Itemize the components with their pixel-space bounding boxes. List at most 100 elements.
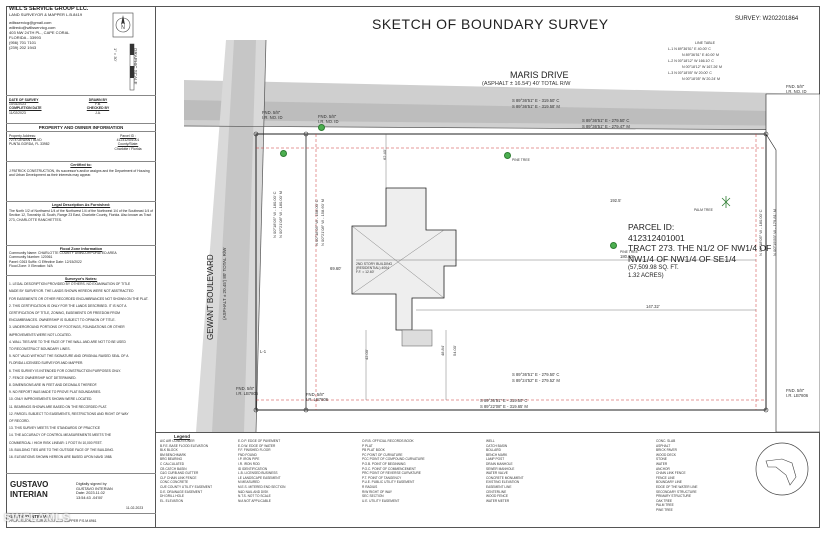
fnd-upper-mid: FND. 5/8"I.R. NO. ID: [318, 114, 339, 124]
surveyor-footer-2: PROFESSIONAL SURVEYOR AND MAPPER P.S.M.6…: [9, 519, 97, 524]
legend-item: BM BENCHMARK: [160, 452, 187, 457]
legend-item: CONC CONCRETE: [160, 480, 189, 485]
legend-item: CB CATCH BASIN: [160, 466, 187, 471]
flood-cell: Flood Zone Information Community Name: C…: [6, 246, 156, 276]
legend-item: ID IDENTIFICATION: [238, 466, 268, 471]
graphic-scale-icon: [129, 43, 135, 91]
bearing-bottom-4: S 89°22'08" E - 319.65' M: [480, 404, 528, 409]
certified-text: J PATRICK CONSTRUCTION, it's successor's…: [9, 169, 150, 178]
maris-drive-asphalt: [184, 100, 820, 126]
dim-54: 54.00': [452, 345, 457, 356]
tree-label-2: PINE TREE: [620, 250, 638, 254]
company-email-2: willredo@willsservicg.com: [9, 25, 56, 30]
legend-item: BOUNDARY LINE: [656, 480, 682, 485]
legend-item: STONE: [656, 457, 667, 462]
bearing-bottom-1: S 89°36'51" E - 279.50' C: [512, 372, 560, 377]
surveyor-note: 15. BUILDING TIES ARE TO THE OUTSIDE FAC…: [9, 447, 115, 452]
legend-item: E.O.W. EDGE OF WATER: [238, 443, 276, 448]
legend-item: N/A NOT APPLICABLE: [238, 498, 271, 503]
gewant-blvd-label: GEWANT BOULEVARD: [206, 254, 215, 340]
legend-item: LE LANDSCAPE EASEMENT: [238, 475, 281, 480]
signed-stamp: 11-02-2023: [126, 506, 144, 510]
legend-item: O.R.B. OFFICIAL RECORDS BOOK: [362, 439, 414, 443]
parcel-tract-1: TRACT 273. THE N1/2 OF NW1/4 OF: [628, 243, 772, 253]
legal-header: Legal Description As Furnished:: [51, 203, 111, 207]
surveyor-note: 3. UNDERGROUND PORTIONS OF FOOTINGS, FOU…: [9, 325, 125, 330]
flood-header: Flood Zone Information: [59, 247, 103, 251]
legend-item: CENTERLINE: [486, 489, 507, 494]
line-table-row: L-1 N 89°36'51" E 40.00' C: [668, 47, 711, 51]
fnd-upper-left: FND. 5/8"I.R. NO. ID: [262, 110, 283, 120]
line-table-header: LINE TABLE: [695, 41, 716, 45]
surveyor-note: 13. THIS SURVEY MEETS THE STANDARDS OF P…: [9, 426, 101, 431]
surveyor-note: 11. BEARINGS SHOWN ARE BASED ON THE RECO…: [9, 404, 108, 409]
legend-item: CHAIN LINK FENCE: [656, 471, 686, 476]
legend-item: PB PLAT BOOK: [362, 448, 385, 453]
legend-item: P.O.C. POINT OF COMMENCEMENT: [362, 466, 416, 471]
legend-item: I.R. IRON ROD: [238, 461, 260, 466]
bearing-top-4: S 89°36'51" E - 279.47' M: [582, 124, 630, 129]
parcel-id-label: Parcel ID :: [120, 134, 136, 138]
company-address: 403 NW 24TH PL., CAPE CORAL: [9, 30, 70, 35]
line-table-row: L-3 N 00°18'05" W 20.00' C: [668, 71, 712, 75]
legend-item: PCC POINT OF COMPOUND CURVATURE: [362, 457, 425, 462]
surveyor-note: 6. THIS SURVEY IS INTENDED FOR CONSTRUCT…: [9, 368, 121, 373]
legend-item: C CALCULATED: [160, 461, 185, 466]
line-l1-label: L-1: [260, 349, 267, 354]
dim-69: 69.60': [330, 266, 342, 271]
legend-item: DRAIN MANHOLE: [486, 461, 513, 466]
bearing-left-1: N 00°18'05" W - 180.00' C: [272, 191, 277, 238]
property-address-label: Property Address:: [9, 134, 36, 138]
surveyor-footer-cell: GUSTAVO INTERIAN PROFESSIONAL SURVEYOR A…: [9, 514, 155, 524]
watermark: SWFLAMLS: [4, 512, 71, 524]
signed-time: 13:54:43 -04'00': [76, 495, 103, 500]
dim-180: 180.60': [620, 254, 634, 259]
company-phone-1: (956) 701 7101: [9, 40, 37, 45]
maris-drive-label: MARIS DRIVE: [510, 70, 569, 80]
surveyor-note: 9. NO REPORT WAS MADE TO PROVE PLAT BOUN…: [9, 390, 102, 395]
legend-item: EXISTING ELEVATION: [486, 480, 520, 485]
surveyor-note: 12. PARCEL SUBJECT TO EASEMENTS, RESTRIC…: [9, 411, 129, 416]
fnd-lower-right: FND. 5/8"I.R. LB7806: [786, 388, 809, 398]
svg-text:N: N: [121, 25, 125, 31]
notes-cell: Surveyor's Notes: 1. LEGAL DESCRIPTION P…: [6, 276, 156, 474]
surveyor-note: OF RECORD.: [9, 419, 30, 424]
legend-item: WOOD DECK: [656, 452, 677, 457]
legend-item: ANCHOR: [656, 466, 670, 471]
legend-item: P PLAT: [362, 443, 373, 448]
bearing-top-1: S 89°36'51" E - 319.50' C: [512, 98, 560, 103]
surveyor-note: 16. ELEVATIONS SHOWN HEREON ARE BASED UP…: [9, 455, 113, 460]
county: Charlotte / Florida: [114, 146, 142, 151]
tree-label-3: PALM TREE: [694, 208, 713, 212]
legend-item: DH DRILL HOLE: [160, 494, 184, 499]
legend-item: SEC SECTION: [362, 494, 384, 499]
certified-label: Certified to:: [70, 163, 92, 167]
property-address-1: 7274 GEWANT BLVD: [9, 138, 42, 143]
pine-tree-icon: [504, 152, 511, 159]
surveyor-note: CERTIFICATION OF TITLE, ZONING, EASEMENT…: [9, 311, 121, 316]
completion-date-label: COMPLETION DATE: [9, 106, 42, 111]
surveyor-note: 10. ONLY IMPROVEMENTS SHOWN WERE LOCATED…: [9, 397, 93, 402]
surveyor-note: 1. LEGAL DESCRIPTION PROVIDED BY OTHERS.…: [9, 282, 131, 287]
signed-label: Digitally signed by: [76, 482, 107, 486]
parcel-id: 412312401001: [116, 138, 140, 143]
survey-number: SURVEY: W202201864: [735, 16, 799, 22]
property-address-2: PUNTA GORDA, FL 33982: [9, 142, 50, 147]
legend-item: PINE TREE: [656, 507, 673, 512]
date-of-survey: 10/31/2023: [9, 102, 26, 107]
legend-item: WATER METER: [486, 498, 510, 503]
parcel-boundary: [255, 133, 767, 411]
building-label: 2ND STORY BUILDING (RESIDENTIAL) 4004 F.…: [356, 262, 393, 275]
parcel-label-id: 412312401001: [628, 232, 685, 243]
legend-item: BLK BLOCK: [160, 448, 178, 453]
legend-item: SECONDARY STRUCTURE: [656, 489, 697, 494]
title-block: WILL'S SERVICE GROUP LLC. LAND SURVEYOR …: [6, 6, 156, 528]
dim-48: 48.84': [440, 345, 445, 356]
legend-item: SEWER MANHOLE: [486, 466, 515, 471]
flood-line: Flood Zone: X Elevation: N/A: [9, 263, 53, 268]
surveyor-note: 4. WALL TIES ARE TO THE FACE OF THE WALL…: [9, 339, 126, 344]
legend-item: N&D NAIL AND DISK: [238, 489, 269, 494]
